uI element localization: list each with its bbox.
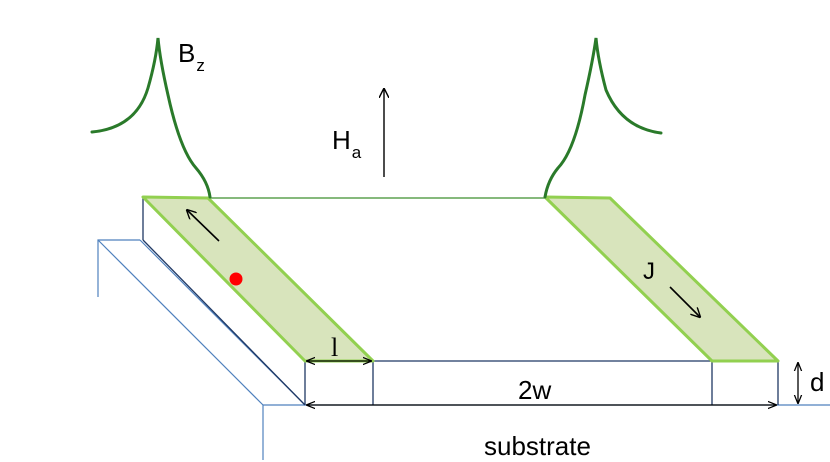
strip-outline [142, 197, 779, 406]
field-profile-right [543, 37, 663, 199]
field-profile-left [90, 37, 212, 199]
applied-field-label: Ha [332, 125, 362, 162]
substrate-label: substrate [484, 431, 591, 461]
red-dot-icon [229, 272, 243, 286]
current-arrow-left-icon [187, 210, 220, 242]
current-label: J [643, 258, 655, 285]
thickness-label: d [810, 367, 824, 397]
penetration-label: l [331, 333, 338, 362]
current-arrow-right-icon [669, 286, 700, 317]
right-flux-region [543, 195, 780, 363]
field-label-bz: Bz [178, 38, 205, 75]
width-label: 2w [518, 375, 551, 405]
left-flux-region [141, 195, 375, 363]
